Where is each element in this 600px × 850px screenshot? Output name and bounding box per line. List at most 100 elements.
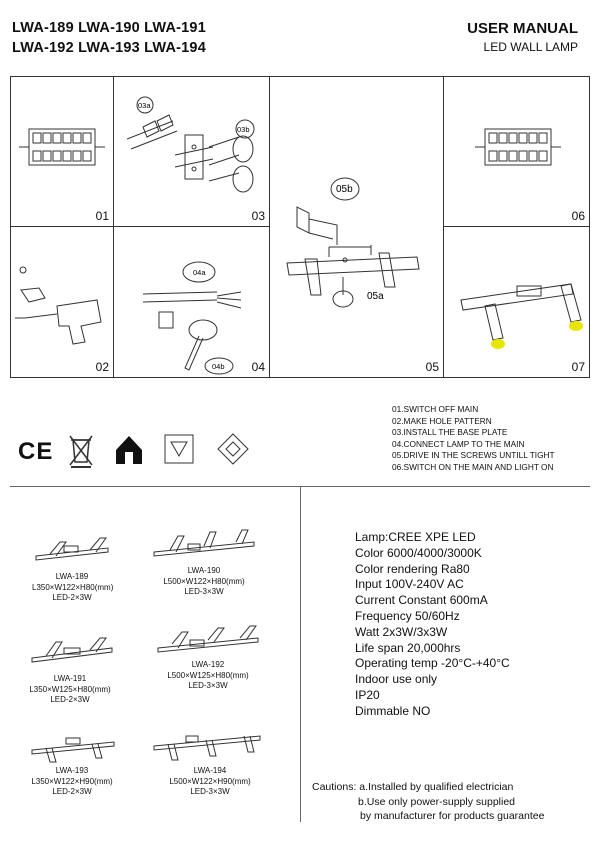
indoor-use-icon: [116, 436, 142, 464]
panel-05: 05b 05a 05: [269, 77, 443, 377]
weee-bin-icon: [69, 435, 93, 468]
model-dimensions: L350×W122×H90(mm): [31, 776, 113, 786]
light-glow: [569, 321, 583, 331]
light-glow: [491, 339, 505, 349]
step-item: 06.SWITCH ON THE MAIN AND LIGHT ON: [392, 461, 554, 472]
cautions: Cautions: a.Installed by qualified elect…: [312, 780, 544, 824]
lamp-lit-diagram: [460, 283, 583, 349]
switch-off-icon: [19, 128, 105, 166]
spec-indoor: Indoor use only: [355, 672, 438, 687]
step-number: 05: [425, 360, 439, 374]
model-name: LWA-191: [53, 674, 87, 683]
panel-06: 06: [443, 77, 589, 226]
manual-subtitle: LED WALL LAMP: [483, 40, 578, 54]
model-led: LED-2×3W: [52, 787, 92, 796]
step-item: 02.MAKE HOLE PATTERN: [392, 415, 492, 426]
specifications-list: Lamp:CREE XPE LED Color 6000/4000/3000K …: [355, 530, 510, 720]
lamp-model-191-illustration: [31, 637, 113, 663]
step-number: 04: [251, 360, 265, 374]
spec-ip-rating: IP20: [355, 687, 380, 702]
spec-life-span: Life span 20,000hrs: [355, 640, 461, 655]
step-number: 02: [95, 360, 109, 374]
tag-05a: 05a: [367, 291, 384, 302]
step-number: 06: [571, 209, 585, 223]
model-name: LWA-194: [193, 766, 227, 775]
tag-04b: 04b: [212, 362, 225, 371]
grid-divider: [443, 77, 444, 377]
spec-dimmable: Dimmable NO: [355, 703, 431, 718]
model-dimensions: L500×W122×H90(mm): [169, 776, 251, 786]
spec-current: Current Constant 600mA: [355, 593, 488, 608]
connect-lamp-diagram: 04a 04b: [142, 261, 242, 375]
model-caption-191: LWA-191 L350×W125×H80(mm) LED-2×3W: [24, 674, 116, 706]
model-list: LWA-189 LWA-190 LWA-191 LWA-192 LWA-193 …: [12, 18, 206, 58]
base-plate-install-diagram: 03a 03b: [126, 96, 255, 193]
lamp-model-192-illustration: [157, 625, 259, 653]
step-number: 07: [571, 360, 585, 374]
model-name: LWA-192: [191, 660, 225, 669]
lamp-model-194-illustration: [153, 735, 261, 761]
model-led: LED-2×3W: [50, 695, 90, 704]
lamp-model-193-illustration: [31, 737, 115, 763]
model-caption-190: LWA-190 L500×W122×H80(mm) LED-3×3W: [156, 566, 252, 598]
caution-line: Cautions: a.Installed by qualified elect…: [312, 781, 514, 793]
tag-03a: 03a: [138, 101, 151, 110]
panel-07: 07: [443, 226, 589, 377]
tag-03b: 03b: [237, 125, 250, 134]
grid-divider: [443, 226, 589, 227]
grid-divider: [113, 77, 114, 377]
tag-05b: 05b: [336, 184, 353, 195]
grid-divider: [269, 77, 270, 377]
panel-03: 03a 03b 03: [113, 77, 269, 226]
column-divider: [300, 486, 301, 822]
tag-04a: 04a: [193, 268, 206, 277]
step-item: 01.SWITCH OFF MAIN: [392, 404, 479, 414]
model-name: LWA-189: [55, 572, 89, 581]
step-number: 03: [251, 209, 265, 223]
model-led: LED-3×3W: [184, 587, 224, 596]
model-list-line-1: LWA-189 LWA-190 LWA-191: [12, 20, 206, 36]
caution-line: by manufacturer for products guarantee: [360, 810, 545, 822]
triangle-certification-icon: [164, 434, 194, 464]
model-dimensions: L500×W125×H80(mm): [167, 670, 249, 680]
drill-diagram: [15, 266, 102, 345]
spec-lamp: Lamp:CREE XPE LED: [355, 530, 476, 544]
installation-diagram-grid: 01 03a 03b 03: [10, 76, 590, 378]
model-name: LWA-193: [55, 766, 89, 775]
step-item: 03.INSTALL THE BASE PLATE: [392, 427, 508, 438]
model-name: LWA-190: [187, 566, 221, 575]
spec-frequency: Frequency 50/60Hz: [355, 608, 460, 623]
drive-screws-diagram: 05b 05a: [286, 177, 420, 308]
model-list-line-2: LWA-192 LWA-193 LWA-194: [12, 40, 206, 56]
manual-title: USER MANUAL: [467, 20, 578, 37]
spec-watt: Watt 2x3W/3x3W: [355, 624, 448, 639]
step-item: 05.DRIVE IN THE SCREWS UNTILL TIGHT: [392, 450, 555, 461]
model-caption-193: LWA-193 L350×W122×H90(mm) LED-2×3W: [26, 766, 118, 798]
spec-color-rendering: Color rendering Ra80: [355, 561, 470, 576]
model-dimensions: L500×W122×H80(mm): [163, 576, 245, 586]
model-caption-189: LWA-189 L350×W122×H80(mm) LED-2×3W: [32, 572, 114, 604]
model-led: LED-3×3W: [188, 681, 228, 690]
grid-divider: [11, 226, 269, 227]
spec-operating-temp: Operating temp -20°C-+40°C: [355, 656, 510, 671]
lamp-model-189-illustration: [35, 537, 109, 561]
step-item: 04.CONNECT LAMP TO THE MAIN: [392, 438, 525, 449]
step-number: 01: [95, 209, 109, 223]
caution-line: b.Use only power-supply supplied: [358, 795, 516, 808]
model-led: LED-3×3W: [190, 787, 230, 796]
panel-02: 02: [11, 226, 113, 377]
spec-color: Color 6000/4000/3000K: [355, 545, 482, 560]
model-dimensions: L350×W125×H80(mm): [29, 684, 111, 694]
switch-on-icon: [475, 128, 561, 166]
installation-steps: 01.SWITCH OFF MAIN 02.MAKE HOLE PATTERN …: [392, 404, 555, 474]
model-caption-192: LWA-192 L500×W125×H80(mm) LED-3×3W: [158, 660, 258, 692]
model-caption-194: LWA-194 L500×W122×H90(mm) LED-3×3W: [160, 766, 260, 798]
spec-input: Input 100V-240V AC: [355, 577, 464, 592]
model-led: LED-2×3W: [52, 593, 92, 602]
panel-01: 01: [11, 77, 113, 226]
model-dimensions: L350×W122×H80(mm): [32, 582, 114, 592]
panel-04: 04a 04b 04: [113, 226, 269, 377]
diamond-certification-icon: [217, 433, 249, 465]
lamp-model-190-illustration: [153, 529, 255, 557]
ce-mark-icon: CE: [18, 438, 54, 465]
